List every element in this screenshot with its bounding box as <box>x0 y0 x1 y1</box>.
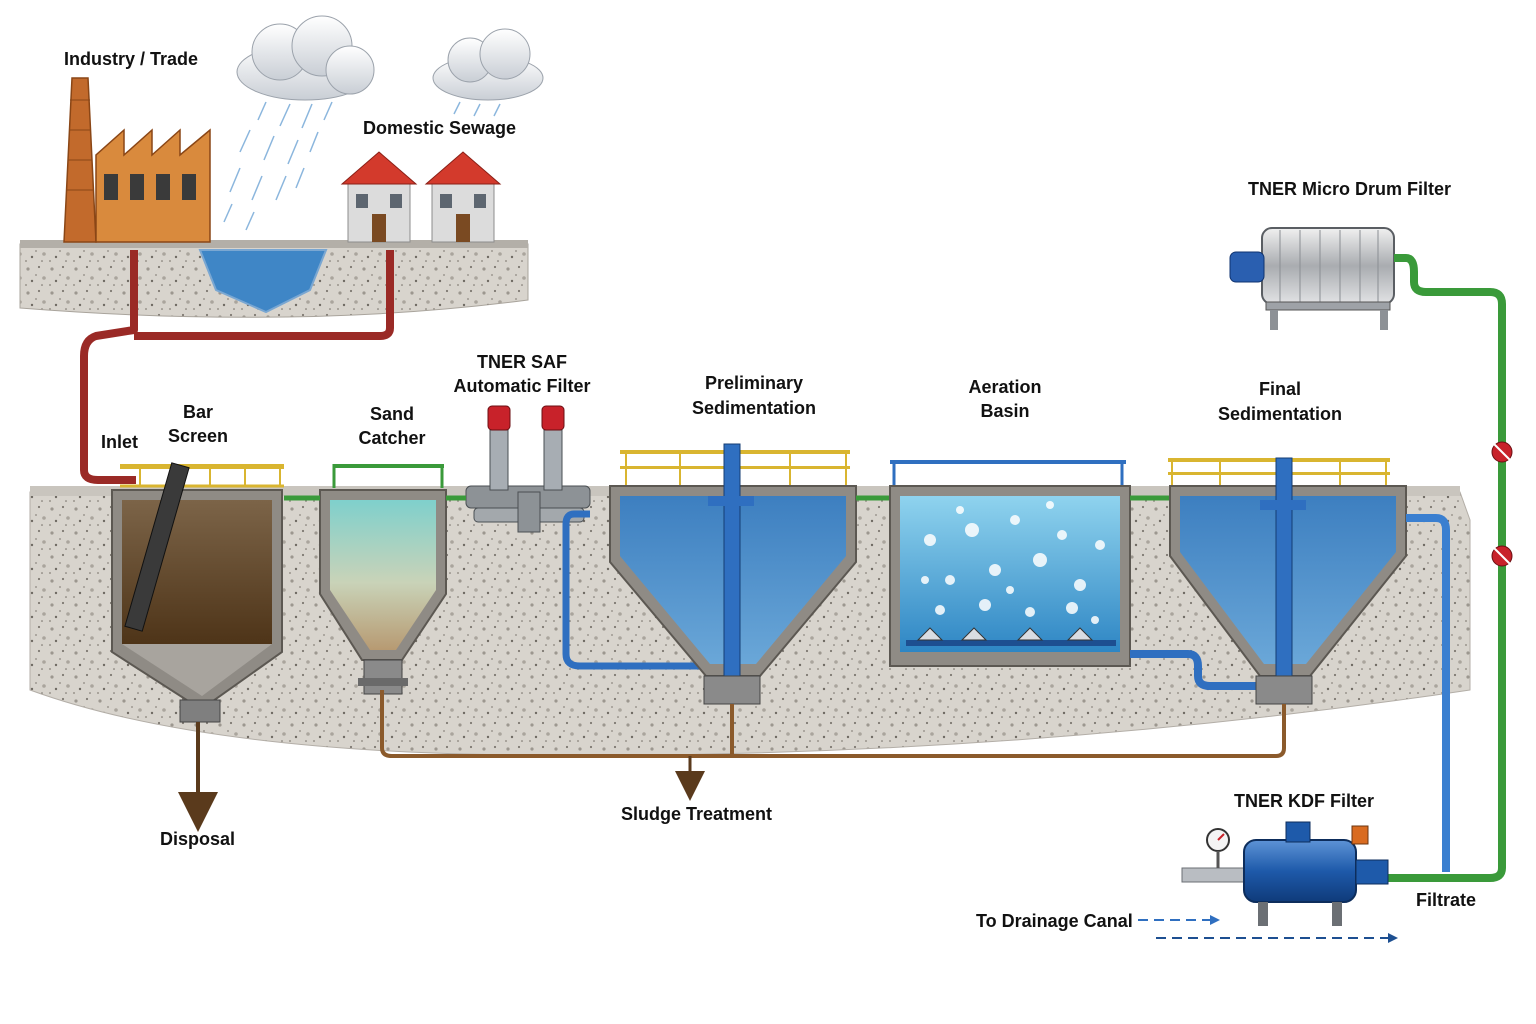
label-domestic-sewage: Domestic Sewage <box>363 118 516 138</box>
label-micro-drum-filter: TNER Micro Drum Filter <box>1248 179 1451 199</box>
transfer-pipe-to-preliminary <box>562 510 720 670</box>
preliminary-sedimentation-tank <box>609 443 857 705</box>
label-drainage-canal: To Drainage Canal <box>976 911 1133 931</box>
sludge-pipe <box>380 690 1286 758</box>
saf-automatic-filter <box>465 405 591 533</box>
label-aeration-basin: Aeration <box>968 377 1041 397</box>
valve-icon <box>1491 545 1513 567</box>
label-saf-filter: TNER SAF <box>477 352 567 372</box>
label-bar-screen-2: Screen <box>168 426 228 446</box>
label-final-sedimentation: Final <box>1259 379 1301 399</box>
sand-catcher-tank <box>319 464 447 695</box>
house-icon <box>424 151 502 243</box>
label-inlet: Inlet <box>101 432 138 452</box>
factory-icon <box>63 77 211 243</box>
inlet-pipe <box>80 250 394 484</box>
rain-retention-pond <box>198 249 328 314</box>
house-icon <box>340 151 418 243</box>
label-kdf-filter: TNER KDF Filter <box>1234 791 1374 811</box>
final-sedimentation-tank <box>1168 457 1407 705</box>
label-industry: Industry / Trade <box>64 49 198 69</box>
label-final-sedimentation-2: Sedimentation <box>1218 404 1342 424</box>
label-aeration-basin-2: Basin <box>980 401 1029 421</box>
label-filtrate: Filtrate <box>1416 890 1476 910</box>
label-sand-catcher-2: Catcher <box>358 428 425 448</box>
transfer-pipe-to-final <box>1130 650 1270 690</box>
rain-cloud-icon <box>223 15 375 231</box>
bar-screen-tank <box>111 462 284 723</box>
kdf-filter <box>1181 821 1389 926</box>
label-sand-catcher: Sand <box>370 404 414 424</box>
label-preliminary-sedimentation-2: Sedimentation <box>692 398 816 418</box>
label-disposal: Disposal <box>160 829 235 849</box>
label-sludge-treatment: Sludge Treatment <box>621 804 772 824</box>
aeration-basin <box>889 460 1131 667</box>
filtrate-return-pipe <box>1386 254 1506 882</box>
source-area <box>19 240 529 318</box>
label-saf-filter-2: Automatic Filter <box>453 376 590 396</box>
valve-icon <box>1491 441 1513 463</box>
effluent-pipe <box>1406 514 1450 872</box>
label-preliminary-sedimentation: Preliminary <box>705 373 803 393</box>
micro-drum-filter <box>1229 227 1395 330</box>
label-bar-screen: Bar <box>183 402 213 422</box>
cloud-icon <box>432 28 544 117</box>
